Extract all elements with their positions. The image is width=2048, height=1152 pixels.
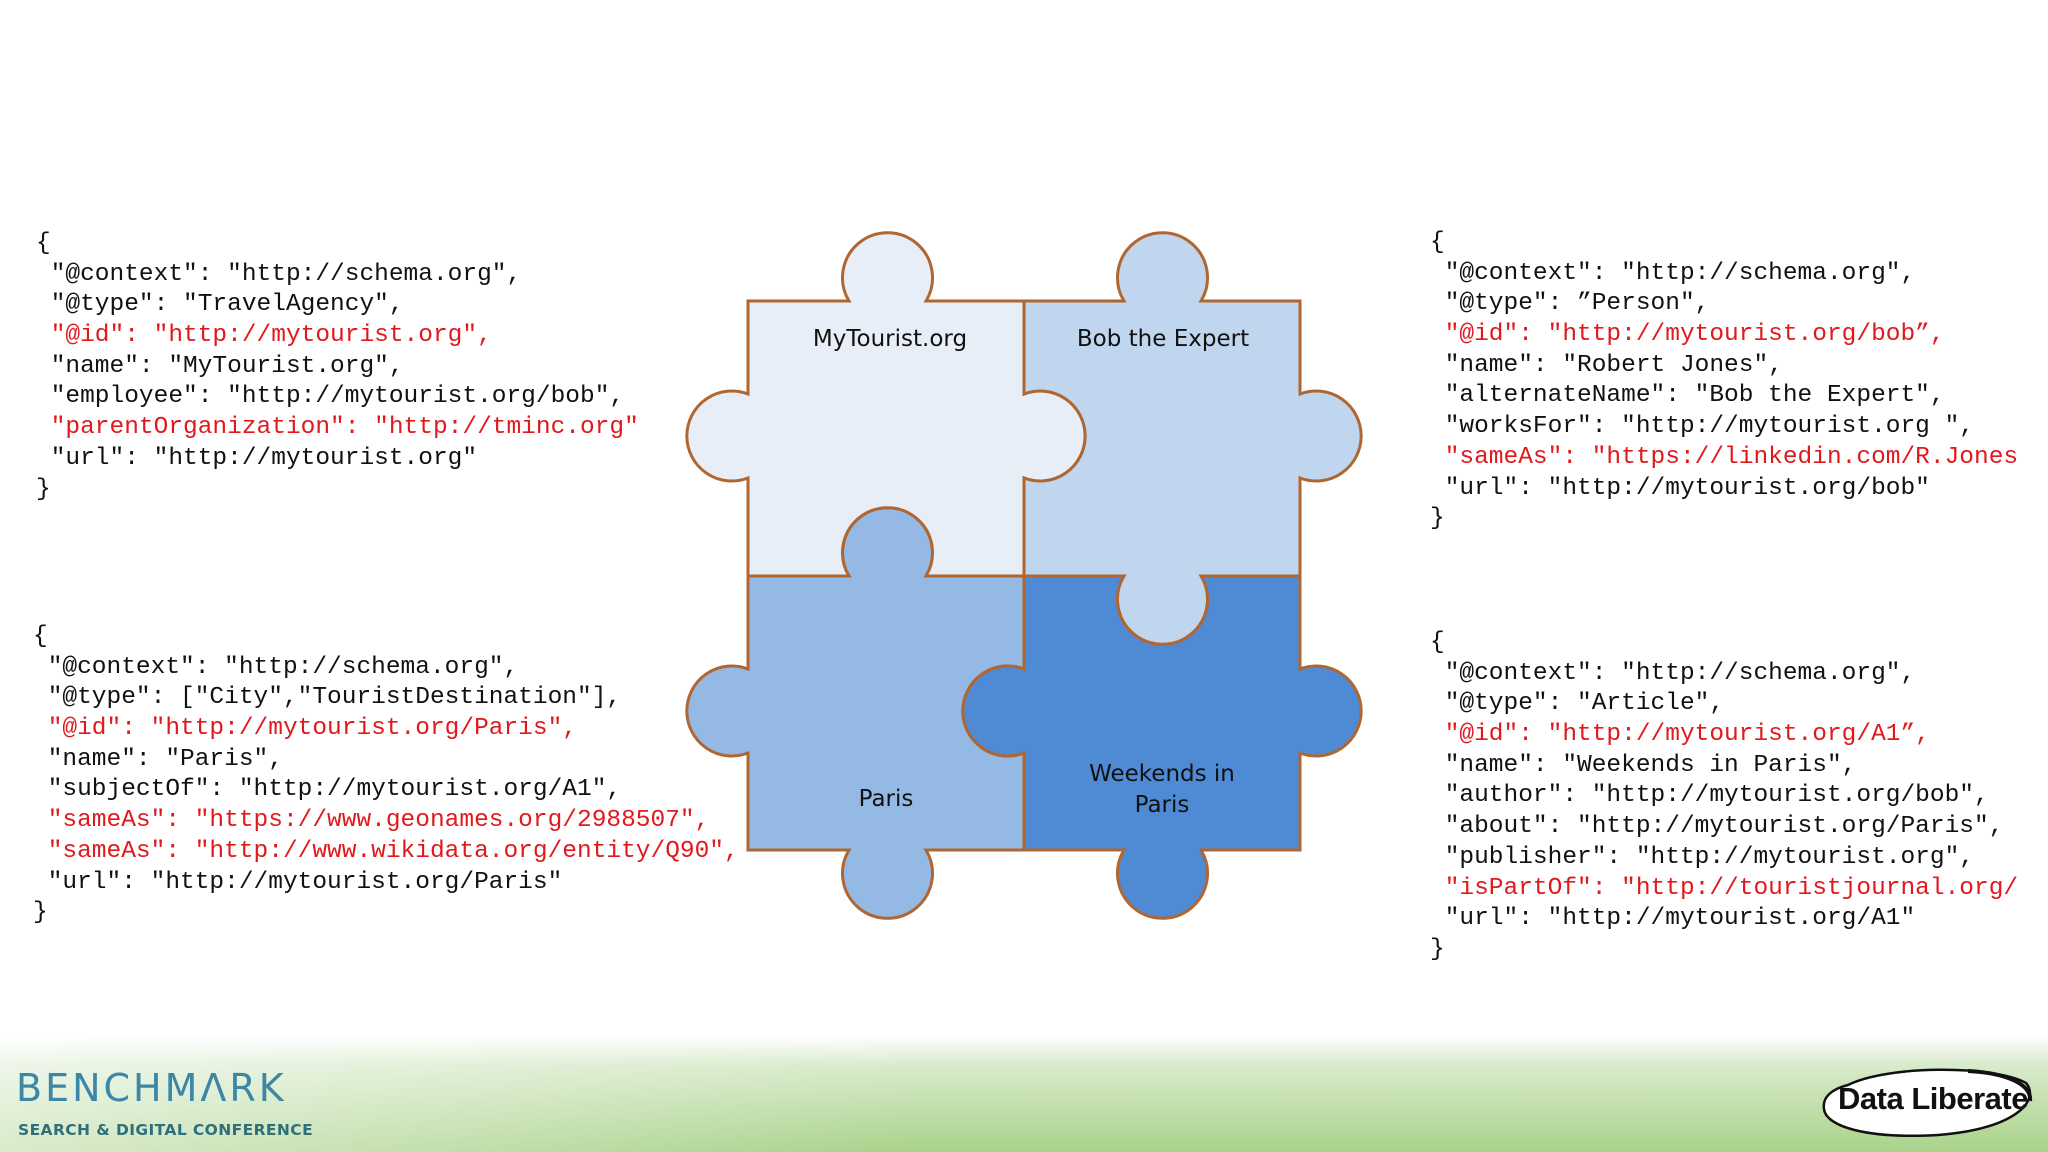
footer-band bbox=[0, 1036, 2048, 1152]
code-line-highlighted: "parentOrganization": "http://tminc.org" bbox=[36, 414, 639, 442]
piece-label-weekends-line2: Paris bbox=[1135, 792, 1190, 818]
puzzle-piece-bob-the-expert bbox=[1022, 231, 1363, 646]
code-line: "name": "Weekends in Paris", bbox=[1430, 751, 1857, 779]
code-line: "@type": "TravelAgency", bbox=[36, 291, 404, 319]
code-line: "url": "http://mytourist.org/bob" bbox=[1430, 474, 1930, 502]
data-liberate-text: Data Liberate bbox=[1838, 1081, 2028, 1116]
piece-label-mytourist: MyTourist.org bbox=[813, 326, 967, 352]
code-line: "worksFor": "http://mytourist.org ", bbox=[1430, 413, 1974, 441]
code-line: { bbox=[33, 623, 48, 650]
code-line-highlighted: "@id": "http://mytourist.org/Paris", bbox=[33, 715, 577, 743]
code-line: "@context": "http://schema.org", bbox=[1430, 259, 1916, 287]
person-jsonld: { "@context": "http://schema.org", "@typ… bbox=[1430, 228, 2018, 535]
code-line-highlighted: "@id": "http://mytourist.org", bbox=[36, 322, 492, 350]
code-line: { bbox=[36, 230, 51, 257]
code-line: "name": "Paris", bbox=[33, 745, 283, 773]
code-line: "author": "http://mytourist.org/bob", bbox=[1430, 782, 1989, 810]
code-line: "@type": ”Person", bbox=[1430, 290, 1710, 318]
code-line: } bbox=[36, 475, 51, 503]
code-line: "@context": "http://schema.org", bbox=[33, 653, 519, 681]
code-line-highlighted: "@id": "http://mytourist.org/A1”, bbox=[1430, 721, 1930, 749]
code-line: "subjectOf": "http://mytourist.org/A1", bbox=[33, 776, 622, 804]
code-line: "url": "http://mytourist.org/Paris" bbox=[33, 868, 563, 896]
article-jsonld: { "@context": "http://schema.org", "@typ… bbox=[1430, 628, 2018, 966]
code-line: "alternateName": "Bob the Expert", bbox=[1430, 382, 1945, 410]
code-line: "@context": "http://schema.org", bbox=[36, 260, 522, 288]
code-line-highlighted: "sameAs": "https://www.geonames.org/2988… bbox=[33, 807, 710, 835]
code-line: { bbox=[1430, 629, 1445, 656]
travel-agency-jsonld: { "@context": "http://schema.org", "@typ… bbox=[36, 229, 639, 505]
code-line-highlighted: "sameAs": "https://linkedin.com/R.Jones bbox=[1430, 443, 2019, 471]
city-jsonld: { "@context": "http://schema.org", "@typ… bbox=[33, 622, 739, 929]
benchmark-logo-title: BENCHMΛRK bbox=[16, 1066, 287, 1110]
code-line-highlighted: "isPartOf": "http://touristjournal.org/ bbox=[1430, 874, 2019, 902]
code-line: "@type": "Article", bbox=[1430, 690, 1725, 718]
code-line: "employee": "http://mytourist.org/bob", bbox=[36, 383, 625, 411]
code-line: } bbox=[33, 899, 48, 927]
code-line: } bbox=[1430, 505, 1445, 533]
piece-label-weekends-line1: Weekends in bbox=[1089, 761, 1235, 787]
code-line: "name": "MyTourist.org", bbox=[36, 352, 404, 380]
code-line: } bbox=[1430, 935, 1445, 963]
code-line-highlighted: "@id": "http://mytourist.org/bob”, bbox=[1430, 321, 1945, 349]
code-line: "@context": "http://schema.org", bbox=[1430, 659, 1916, 687]
benchmark-logo-subtitle: SEARCH & DIGITAL CONFERENCE bbox=[18, 1121, 314, 1139]
code-line: "url": "http://mytourist.org/A1" bbox=[1430, 905, 1916, 933]
puzzle-diagram: MyTourist.org Bob the Expert Paris Weeke… bbox=[685, 231, 1363, 920]
code-line-highlighted: "sameAs": "http://www.wikidata.org/entit… bbox=[33, 837, 739, 865]
code-line: "name": "Robert Jones", bbox=[1430, 351, 1783, 379]
code-line: "about": "http://mytourist.org/Paris", bbox=[1430, 813, 2004, 841]
data-liberate-swoosh-icon bbox=[1822, 1068, 2033, 1137]
code-line: "@type": ["City","TouristDestination"], bbox=[33, 684, 622, 712]
code-line: { bbox=[1430, 229, 1445, 256]
data-liberate-logo: Data Liberate bbox=[1818, 1063, 2038, 1141]
piece-label-paris: Paris bbox=[859, 786, 914, 812]
piece-label-bob: Bob the Expert bbox=[1077, 326, 1249, 352]
code-line: "publisher": "http://mytourist.org", bbox=[1430, 843, 1974, 871]
code-line: "url": "http://mytourist.org" bbox=[36, 444, 478, 472]
